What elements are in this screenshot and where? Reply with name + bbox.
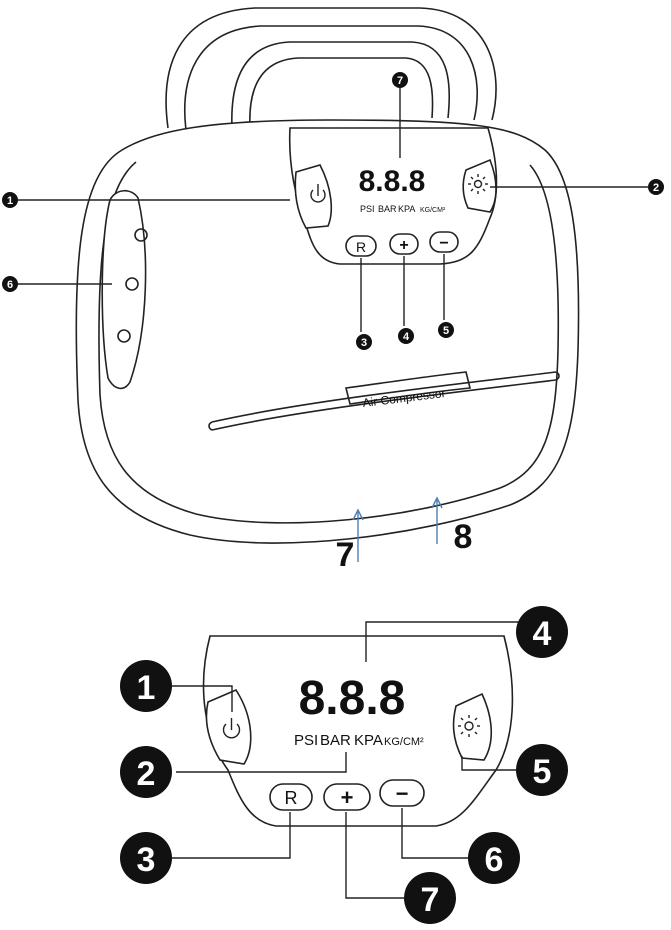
top-callout-6: 6 <box>2 276 18 292</box>
panel-power-button[interactable] <box>222 718 241 739</box>
device-light-button[interactable] <box>468 174 488 194</box>
device-minus-label: − <box>439 235 448 252</box>
panel-plus-label: + <box>341 785 354 810</box>
top-callout-1: 1 <box>2 192 18 208</box>
sun-icon <box>468 174 488 194</box>
top-callout-4-label: 4 <box>403 331 410 343</box>
bottom-arrow-8: 8 <box>431 496 473 556</box>
panel-callout-2: 2 <box>120 746 172 798</box>
panel-callout-3: 3 <box>120 832 172 884</box>
device-plus-button[interactable]: + <box>389 233 419 255</box>
panel-callout-4: 4 <box>516 606 568 658</box>
panel-display: 8.8.8 PSI BAR KPA KG/CM² <box>294 672 424 749</box>
device-display-digits: 8.8.8 <box>359 165 426 198</box>
top-callout-2-label: 2 <box>653 182 659 194</box>
top-callout-1-label: 1 <box>7 195 13 207</box>
top-callout-3: 3 <box>356 334 372 350</box>
panel-callout-2-label: 2 <box>137 755 156 793</box>
top-callout-4: 4 <box>398 328 414 344</box>
panel-display-digits: 8.8.8 <box>299 672 406 725</box>
device-power-button[interactable] <box>310 184 326 203</box>
top-callout-6-label: 6 <box>7 279 13 291</box>
top-leader-lines <box>16 88 648 332</box>
panel-reset-button[interactable]: R <box>269 783 313 811</box>
panel-minus-label: − <box>396 781 409 806</box>
device-reset-button[interactable]: R <box>345 235 377 257</box>
device-reset-label: R <box>356 239 366 255</box>
panel-unit-bar: BAR <box>320 732 351 749</box>
panel-light-button[interactable] <box>458 715 480 737</box>
bottom-arrow-7-label: 7 <box>336 536 355 574</box>
panel-unit-psi: PSI <box>294 732 318 749</box>
panel-callout-5-label: 5 <box>533 753 552 791</box>
device-unit-bar: BAR <box>378 204 397 214</box>
compressor-illustration <box>75 7 580 544</box>
panel-minus-button[interactable]: − <box>379 779 425 807</box>
panel-callout-7-label: 7 <box>421 881 440 919</box>
power-icon <box>222 718 241 739</box>
panel-unit-kgcm: KG/CM² <box>384 736 424 748</box>
control-panel-closeup <box>202 635 514 827</box>
panel-unit-kpa: KPA <box>354 732 383 749</box>
top-callout-2: 2 <box>648 179 664 195</box>
panel-callout-7: 7 <box>404 872 456 924</box>
device-minus-button[interactable]: − <box>429 231 459 253</box>
panel-leader-lines <box>166 621 520 899</box>
top-callout-5: 5 <box>438 322 454 338</box>
power-icon <box>310 184 326 203</box>
top-callout-3-label: 3 <box>361 337 367 349</box>
device-unit-kgcm: KG/CM² <box>420 207 446 214</box>
panel-plus-button[interactable]: + <box>323 783 371 811</box>
top-callout-7: 7 <box>392 72 408 88</box>
device-unit-kpa: KPA <box>398 204 415 214</box>
panel-callout-5: 5 <box>516 744 568 796</box>
top-callout-7-label: 7 <box>397 75 403 87</box>
bottom-arrow-8-label: 8 <box>454 518 473 556</box>
panel-callout-1: 1 <box>120 660 172 712</box>
panel-callout-4-label: 4 <box>533 615 552 653</box>
panel-callout-6: 6 <box>468 832 520 884</box>
sun-icon <box>458 715 480 737</box>
top-callout-5-label: 5 <box>443 325 449 337</box>
device-plus-label: + <box>399 237 408 254</box>
device-unit-psi: PSI <box>360 204 375 214</box>
panel-reset-label: R <box>285 788 298 808</box>
panel-callout-3-label: 3 <box>137 841 156 879</box>
panel-callout-1-label: 1 <box>137 669 156 707</box>
panel-callout-6-label: 6 <box>485 841 504 879</box>
bottom-arrow-7: 7 <box>336 508 364 574</box>
